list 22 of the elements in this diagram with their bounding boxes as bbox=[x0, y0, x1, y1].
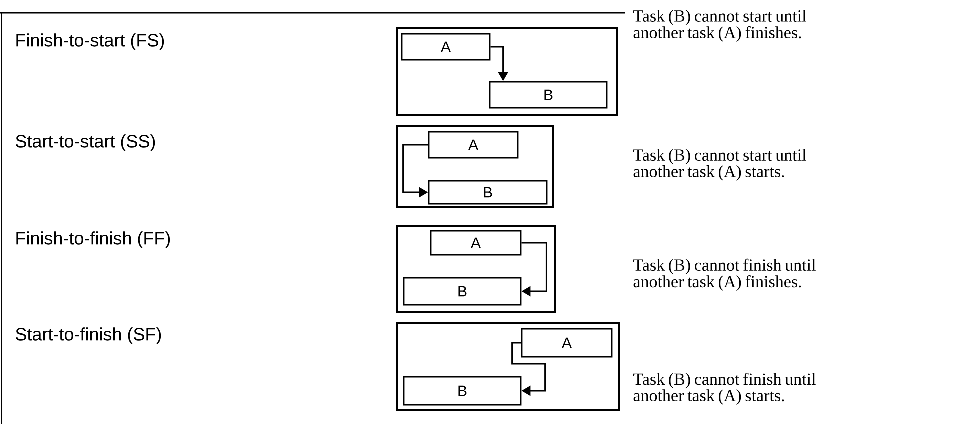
arrow bbox=[512, 342, 546, 396]
arrow bbox=[522, 242, 548, 297]
frame-box bbox=[396, 225, 556, 313]
frame-box bbox=[396, 27, 618, 116]
row-title: Start-to-finish (SF) bbox=[16, 328, 162, 344]
task-bar: B bbox=[403, 376, 522, 406]
description: Task (B) cannot finish until another task (A) starts. bbox=[634, 373, 816, 405]
task-bar: B bbox=[489, 81, 608, 109]
frame-box bbox=[396, 322, 620, 411]
row-title: Finish-to-start (FS) bbox=[16, 34, 164, 50]
description: Task (B) cannot finish until another task (A) finishes. bbox=[634, 258, 816, 292]
task-bar: A bbox=[428, 131, 519, 159]
task-bar: B bbox=[403, 277, 522, 306]
task-bar: A bbox=[521, 328, 613, 358]
row-title: Start-to-start (SS) bbox=[16, 134, 156, 152]
row-title: Finish-to-finish (FF) bbox=[16, 232, 170, 248]
description: Task (B) cannot start until another task (A) finishes. bbox=[634, 10, 806, 42]
frame-box bbox=[396, 125, 554, 208]
task-bar: A bbox=[430, 230, 522, 256]
description: Task (B) cannot start until another task (A) starts. bbox=[634, 149, 806, 181]
task-bar: A bbox=[401, 33, 491, 61]
task-bar: B bbox=[428, 180, 548, 205]
